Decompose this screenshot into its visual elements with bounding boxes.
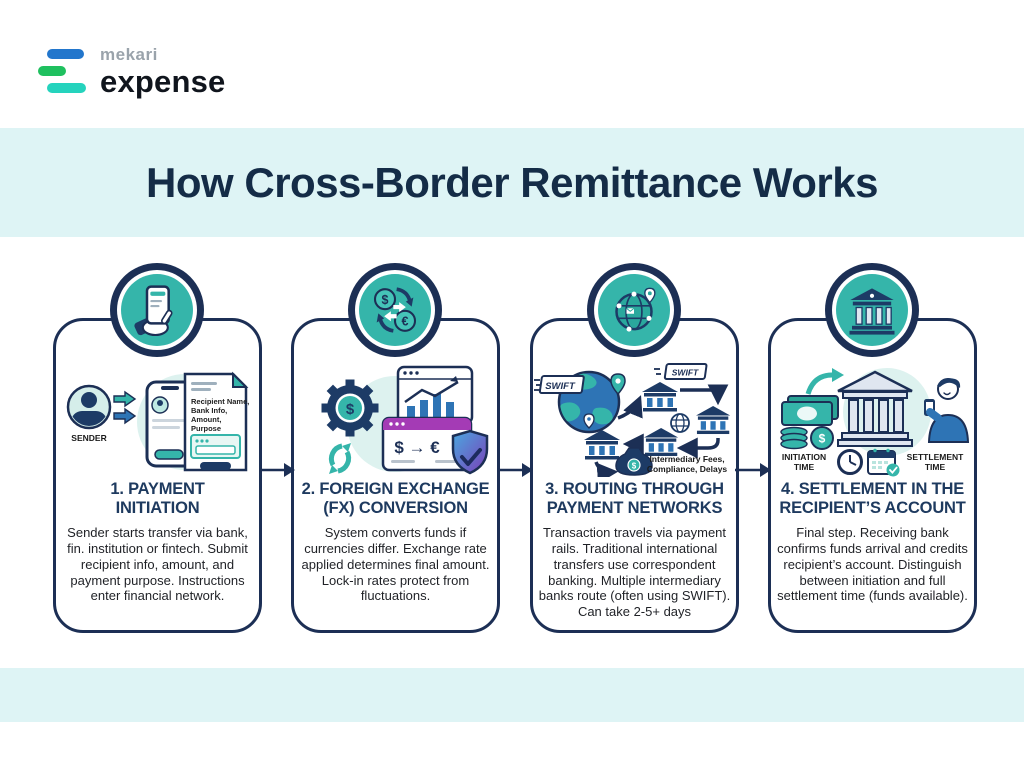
- global-network-icon: [615, 287, 656, 332]
- svg-text:SWIFT: SWIFT: [545, 381, 576, 392]
- shield-icon: [451, 429, 489, 475]
- bank-icon: [644, 428, 679, 457]
- money-bag-icon: $: [615, 447, 653, 476]
- svg-text:$: $: [819, 432, 826, 446]
- cycle-arrows-icon: [328, 443, 352, 474]
- step4-description: Final step. Receiving bank confirms fund…: [777, 524, 968, 604]
- step3-heading: 3. ROUTING THROUGH PAYMENT NETWORKS: [545, 480, 724, 518]
- fx-conversion-illustration: $ $ → €: [321, 365, 489, 475]
- location-pin-icon: [610, 373, 626, 396]
- payment-initiation-illustration: SENDER Recipient Name, Bank Info, Amount…: [66, 371, 249, 472]
- svg-text:TIME: TIME: [794, 462, 815, 472]
- svg-text:Purpose: Purpose: [191, 424, 221, 433]
- svg-text:$: $: [632, 462, 637, 471]
- step3-description: Transaction travels via payment rails. T…: [538, 524, 731, 620]
- title-band: How Cross-Border Remittance Works: [0, 128, 1024, 237]
- swift-tag-icon: SWIFT: [534, 375, 585, 394]
- step-card-routing-networks: SWIFT SWIFT: [530, 318, 739, 633]
- step2-description: System converts funds if currencies diff…: [301, 524, 490, 604]
- step-card-settlement: $: [768, 318, 977, 633]
- transfer-arrow-icon: [113, 390, 137, 408]
- svg-text:Amount,: Amount,: [191, 415, 221, 424]
- flow-arrow-icon: [735, 463, 771, 477]
- settlement-time-label: SETTLEMENT TIME: [907, 452, 964, 472]
- bank-icon: [849, 288, 895, 335]
- dollar-symbol: $: [346, 401, 355, 418]
- svg-text:Recipient Name,: Recipient Name,: [191, 397, 249, 406]
- brand-name-mekari: mekari: [100, 44, 158, 64]
- svg-text:Compliance, Delays: Compliance, Delays: [647, 464, 728, 474]
- svg-text:$: $: [382, 293, 389, 307]
- svg-text:SWIFT: SWIFT: [672, 368, 699, 378]
- flow-arrow-icon: [259, 463, 295, 477]
- brand-name-expense: expense: [100, 63, 226, 99]
- swift-tag-icon: SWIFT: [654, 363, 708, 380]
- routing-networks-illustration: SWIFT SWIFT: [534, 363, 731, 477]
- step4-badge: [825, 263, 919, 357]
- cash-icon: $: [780, 395, 839, 450]
- bar-chart-icon: [407, 394, 454, 418]
- step2-heading: 2. FOREIGN EXCHANGE (FX) CONVERSION: [301, 480, 490, 518]
- step1-heading: 1. PAYMENT INITIATION: [110, 480, 205, 518]
- document-details-label: Recipient Name, Bank Info, Amount, Purpo…: [191, 397, 249, 433]
- mekari-logo-icon: [38, 44, 86, 98]
- step2-badge: $ €: [348, 263, 442, 357]
- flow-arrow-icon: [497, 463, 533, 477]
- location-pin-icon: [583, 413, 595, 429]
- bottom-accent-band: [0, 668, 1024, 722]
- settlement-illustration: $: [780, 368, 970, 477]
- recipient-person: [924, 378, 970, 443]
- step-card-payment-initiation: SENDER Recipient Name, Bank Info, Amount…: [53, 318, 262, 633]
- svg-text:€: €: [402, 314, 409, 328]
- svg-text:Bank Info,: Bank Info,: [191, 406, 227, 415]
- bank-icon: [584, 430, 620, 460]
- initiation-time-label: INITIATION TIME: [782, 452, 826, 472]
- globe-grid-icon: [670, 413, 690, 433]
- bank-icon: [696, 406, 731, 435]
- currency-exchange-icon: $ €: [373, 287, 417, 333]
- transfer-arrow-icon: [805, 368, 844, 395]
- transfer-arrow-icon: [113, 407, 137, 425]
- step-card-fx-conversion: $ $ → €: [291, 318, 500, 633]
- step1-description: Sender starts transfer via bank, fin. in…: [67, 524, 248, 604]
- step3-badge: [587, 263, 681, 357]
- page-title: How Cross-Border Remittance Works: [146, 158, 878, 206]
- svg-text:Intermediary Fees,: Intermediary Fees,: [649, 454, 724, 464]
- svg-text:TIME: TIME: [925, 462, 946, 472]
- routing-arrows: [594, 384, 729, 477]
- brand-logo: mekari expense: [38, 44, 225, 98]
- step1-badge: [110, 263, 204, 357]
- conversion-label: $ → €: [394, 438, 440, 457]
- svg-text:SETTLEMENT: SETTLEMENT: [907, 452, 964, 462]
- intermediary-fees-label: Intermediary Fees, Compliance, Delays: [647, 454, 728, 474]
- phone-hand-icon: [134, 285, 173, 337]
- step4-heading: 4. SETTLEMENT IN THE RECIPIENT’S ACCOUNT: [779, 480, 966, 518]
- svg-text:INITIATION: INITIATION: [782, 452, 826, 462]
- clock-icon: [837, 449, 863, 475]
- calendar-icon: [867, 448, 900, 477]
- bank-icon: [642, 382, 678, 412]
- bank-building-icon: [837, 370, 913, 447]
- sender-label: SENDER: [71, 433, 106, 443]
